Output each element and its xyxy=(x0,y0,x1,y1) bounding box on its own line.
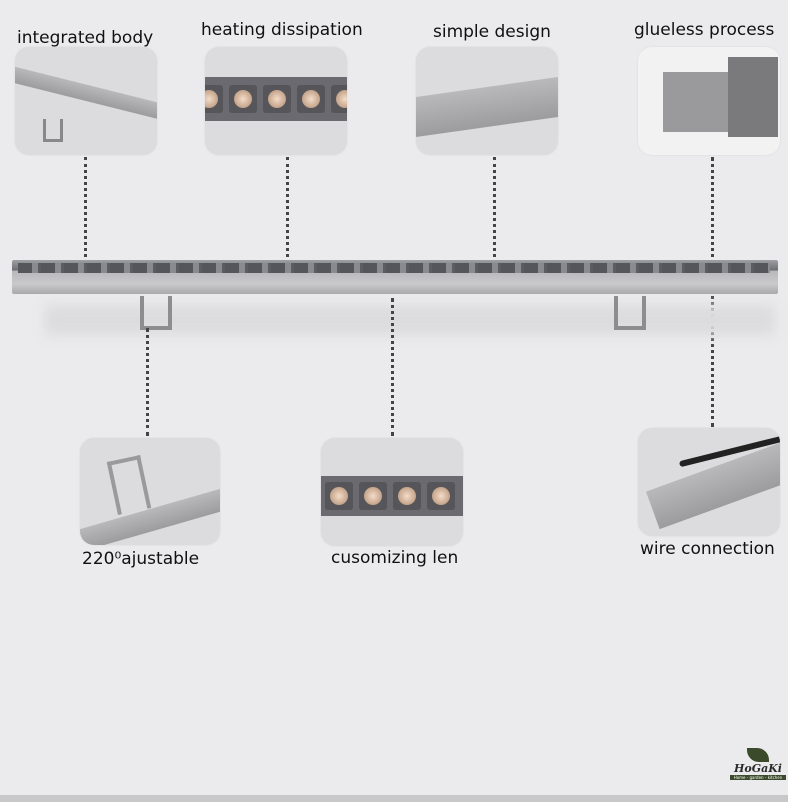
feature-label-wire-connection: wire connection xyxy=(640,539,775,559)
simple-design-image xyxy=(416,47,558,155)
leaf-house-icon xyxy=(747,748,769,762)
bar-shadow xyxy=(45,305,775,335)
heating-dissipation-image xyxy=(205,47,347,155)
mount-bracket xyxy=(614,296,646,330)
logo-name: HoGaKi xyxy=(734,762,782,775)
feature-label-customizing-lens: cusomizing len xyxy=(331,548,459,568)
connector-line xyxy=(493,157,496,257)
connector-line xyxy=(146,328,149,436)
led-row xyxy=(18,263,770,273)
logo-tagline: Home - garden - kitchen xyxy=(730,775,786,780)
feature-label-integrated-body: integrated body xyxy=(17,28,154,48)
adjustable-bracket-image xyxy=(80,438,220,545)
mount-bracket xyxy=(140,296,172,330)
wire-connection-image xyxy=(638,428,780,536)
bottom-strip xyxy=(0,795,788,802)
feature-label-glueless-process: glueless process xyxy=(634,20,775,40)
connector-line xyxy=(391,298,394,436)
customizing-lens-image xyxy=(321,438,463,546)
integrated-body-image xyxy=(15,47,157,155)
connector-line xyxy=(286,157,289,257)
feature-label-adjustable: 220⁰ajustable xyxy=(82,549,200,569)
feature-label-heating-dissipation: heating dissipation xyxy=(201,20,363,40)
feature-label-simple-design: simple design xyxy=(433,22,551,42)
connector-line xyxy=(84,157,87,257)
brand-logo: HoGaKi Home - garden - kitchen xyxy=(730,748,786,792)
glueless-process-image xyxy=(638,47,780,155)
